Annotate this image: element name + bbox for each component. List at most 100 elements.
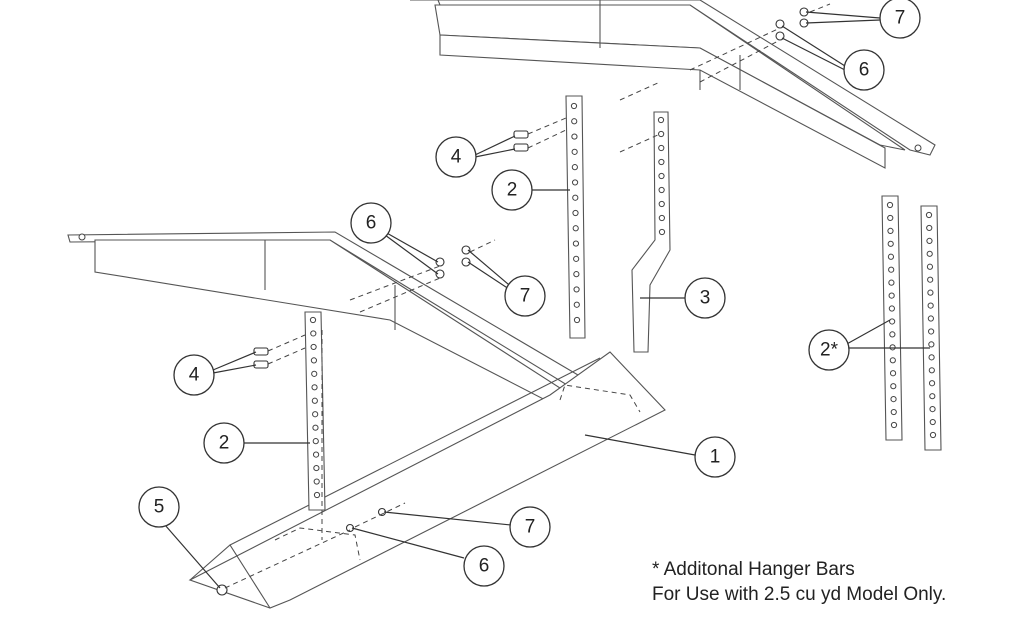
svg-text:2: 2 (219, 433, 230, 454)
bar-hole (572, 194, 579, 201)
bar-hole (929, 393, 936, 400)
footnote-line-2: For Use with 2.5 cu yd Model Only. (652, 584, 946, 605)
bar-hole (573, 301, 580, 308)
bar-hole (310, 343, 317, 351)
bar-hole (571, 148, 578, 155)
bar-hole (572, 225, 579, 232)
bar-hole (890, 396, 897, 403)
bar-hole (313, 491, 321, 499)
bar-hole (571, 133, 578, 140)
bar-hole (573, 316, 581, 324)
bar-hole (888, 266, 895, 273)
bar-hole (925, 211, 933, 219)
callout-7-top: 7 (879, 0, 921, 39)
bar-hole (889, 357, 896, 364)
bar-hole (312, 438, 319, 445)
bar-hole (888, 305, 895, 312)
bar-hole (929, 406, 936, 413)
bar-hole (926, 263, 934, 270)
bar-hole (927, 302, 934, 309)
callout-7-mid: 7 (504, 275, 546, 317)
callout-1: 1 (694, 436, 736, 478)
bar-hole (571, 179, 579, 186)
bar-hole (887, 214, 894, 222)
callout-2-top: 2 (491, 169, 533, 211)
svg-text:7: 7 (895, 8, 906, 29)
bar-hole (312, 411, 319, 418)
hanger-bar-top (565, 95, 586, 339)
assembly-lines (224, 3, 831, 589)
bar-hole (658, 200, 665, 208)
bar-hole (889, 331, 896, 338)
lower-support-arm (67, 231, 596, 406)
bar-hole (928, 367, 935, 374)
bar-hole (889, 370, 897, 377)
svg-text:3: 3 (700, 288, 711, 309)
bar-hole (886, 201, 894, 209)
bar-hole (573, 271, 580, 278)
bar-hole (572, 209, 579, 217)
callout-4-top: 4 (435, 136, 477, 178)
bar-hole (928, 341, 935, 348)
bar-hole (572, 240, 580, 247)
bar-hole (889, 318, 896, 325)
bar-hole (928, 380, 936, 387)
svg-text:4: 4 (189, 365, 200, 386)
additional-hanger-bars (881, 195, 942, 451)
upper-support-arm (410, 0, 936, 169)
callout-6-bottom: 6 (463, 545, 505, 587)
bar-hole (927, 276, 934, 283)
bar-hole (926, 250, 933, 257)
callout-2-left: 2 (203, 422, 245, 464)
bolts-left (253, 347, 269, 369)
bar-hole (573, 286, 580, 293)
bar-hole (929, 418, 936, 426)
bar-hole (889, 344, 896, 351)
callout-3: 3 (684, 277, 726, 319)
callout-6-mid: 6 (350, 202, 392, 244)
bar-hole (309, 316, 317, 324)
bar-holes (309, 102, 937, 499)
bar-hole (658, 144, 665, 152)
bar-hole (888, 279, 895, 286)
bar-hole (928, 328, 935, 335)
bar-hole (313, 464, 320, 472)
bolts-top (513, 130, 529, 152)
bar-hole (658, 186, 665, 194)
leader-lines (164, 11, 930, 589)
bar-hole (887, 253, 895, 260)
bar-hole (658, 130, 665, 138)
svg-text:7: 7 (525, 517, 536, 538)
base-bracket (188, 351, 666, 609)
bar-hole (929, 431, 937, 439)
bar-hole (927, 289, 934, 296)
bar-hole (890, 421, 898, 429)
bar-hole (658, 228, 666, 236)
bar-hole (571, 118, 578, 125)
bar-hole (310, 357, 318, 364)
bar-hole (658, 214, 665, 222)
svg-text:2*: 2* (820, 340, 839, 361)
bar-hole (312, 424, 319, 431)
callout-4-left: 4 (173, 354, 215, 396)
bar-hole (658, 172, 665, 180)
bar-hole (310, 330, 317, 337)
svg-text:2: 2 (507, 180, 518, 201)
bar-hole (570, 102, 578, 110)
svg-text:5: 5 (154, 497, 165, 518)
bar-hole (657, 116, 665, 124)
hanger-bar-left (304, 311, 326, 511)
svg-text:4: 4 (451, 147, 462, 168)
svg-text:7: 7 (520, 286, 531, 307)
bar-hole (887, 240, 894, 247)
offset-bar (631, 111, 671, 353)
bar-hole (927, 315, 934, 322)
svg-text:1: 1 (710, 447, 721, 468)
bar-hole (311, 384, 318, 391)
bar-hole (887, 227, 894, 234)
bar-hole (890, 383, 897, 390)
bar-hole (890, 408, 897, 416)
svg-text:6: 6 (859, 60, 870, 81)
bar-hole (313, 478, 320, 485)
